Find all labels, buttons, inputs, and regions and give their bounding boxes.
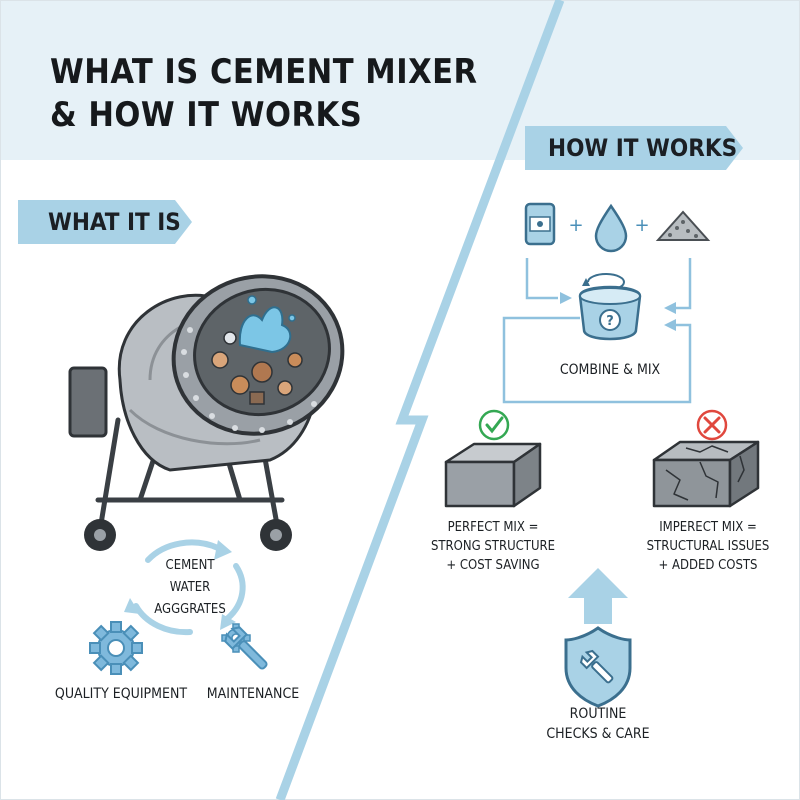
cracked-concrete-block bbox=[652, 440, 760, 508]
what-it-is-banner bbox=[18, 200, 192, 244]
feature-label-maintenance: MAINTENANCE bbox=[206, 686, 300, 702]
solid-concrete-block bbox=[444, 442, 542, 508]
plus-sign-1: + bbox=[568, 215, 583, 236]
diagonal-divider bbox=[275, 0, 565, 800]
how-it-works-banner bbox=[525, 126, 743, 170]
page-title-line-1: WHAT IS CEMENT MIXER bbox=[50, 52, 478, 92]
svg-text:?: ? bbox=[606, 314, 614, 329]
page-title-line-2: & HOW IT WORKS bbox=[50, 95, 363, 135]
gear-wrench-icon bbox=[221, 623, 268, 670]
cycle-label-water: WATER bbox=[169, 580, 211, 595]
check-circle-icon bbox=[478, 409, 510, 441]
combine-mix-label: COMBINE & MIX bbox=[559, 362, 661, 378]
plus-sign-2: + bbox=[634, 215, 649, 236]
what-it-is-heading: WHAT IT IS bbox=[48, 208, 181, 236]
cycle-label-aggregates: AGGGRATES bbox=[154, 602, 226, 617]
feature-label-quality-equipment: QUALITY EQUIPMENT bbox=[54, 686, 188, 702]
how-it-works-heading: HOW IT WORKS bbox=[548, 134, 738, 162]
imperfect-mix-line-1: IMPERECT MIX = bbox=[659, 520, 757, 535]
mixing-bowl-icon: ? bbox=[578, 273, 642, 341]
perfect-mix-line-2: STRONG STRUCTURE bbox=[430, 539, 556, 554]
water-drop-icon bbox=[594, 203, 628, 253]
gear-icon bbox=[89, 621, 143, 675]
perfect-mix-line-3: + COST SAVING bbox=[446, 558, 540, 573]
routine-label-line-2: CHECKS & CARE bbox=[546, 726, 650, 742]
shield-wrench-icon bbox=[564, 626, 632, 708]
cycle-label-cement: CEMENT bbox=[165, 558, 215, 573]
imperfect-mix-line-3: + ADDED COSTS bbox=[658, 558, 758, 573]
up-arrow bbox=[568, 568, 628, 624]
routine-label-line-1: ROUTINE bbox=[569, 706, 627, 722]
cement-bag-icon bbox=[524, 202, 556, 246]
perfect-mix-line-1: PERFECT MIX = bbox=[447, 520, 539, 535]
aggregate-pile-icon bbox=[655, 210, 711, 241]
cross-circle-icon bbox=[696, 409, 728, 441]
imperfect-mix-line-2: STRUCTURAL ISSUES bbox=[646, 539, 770, 554]
